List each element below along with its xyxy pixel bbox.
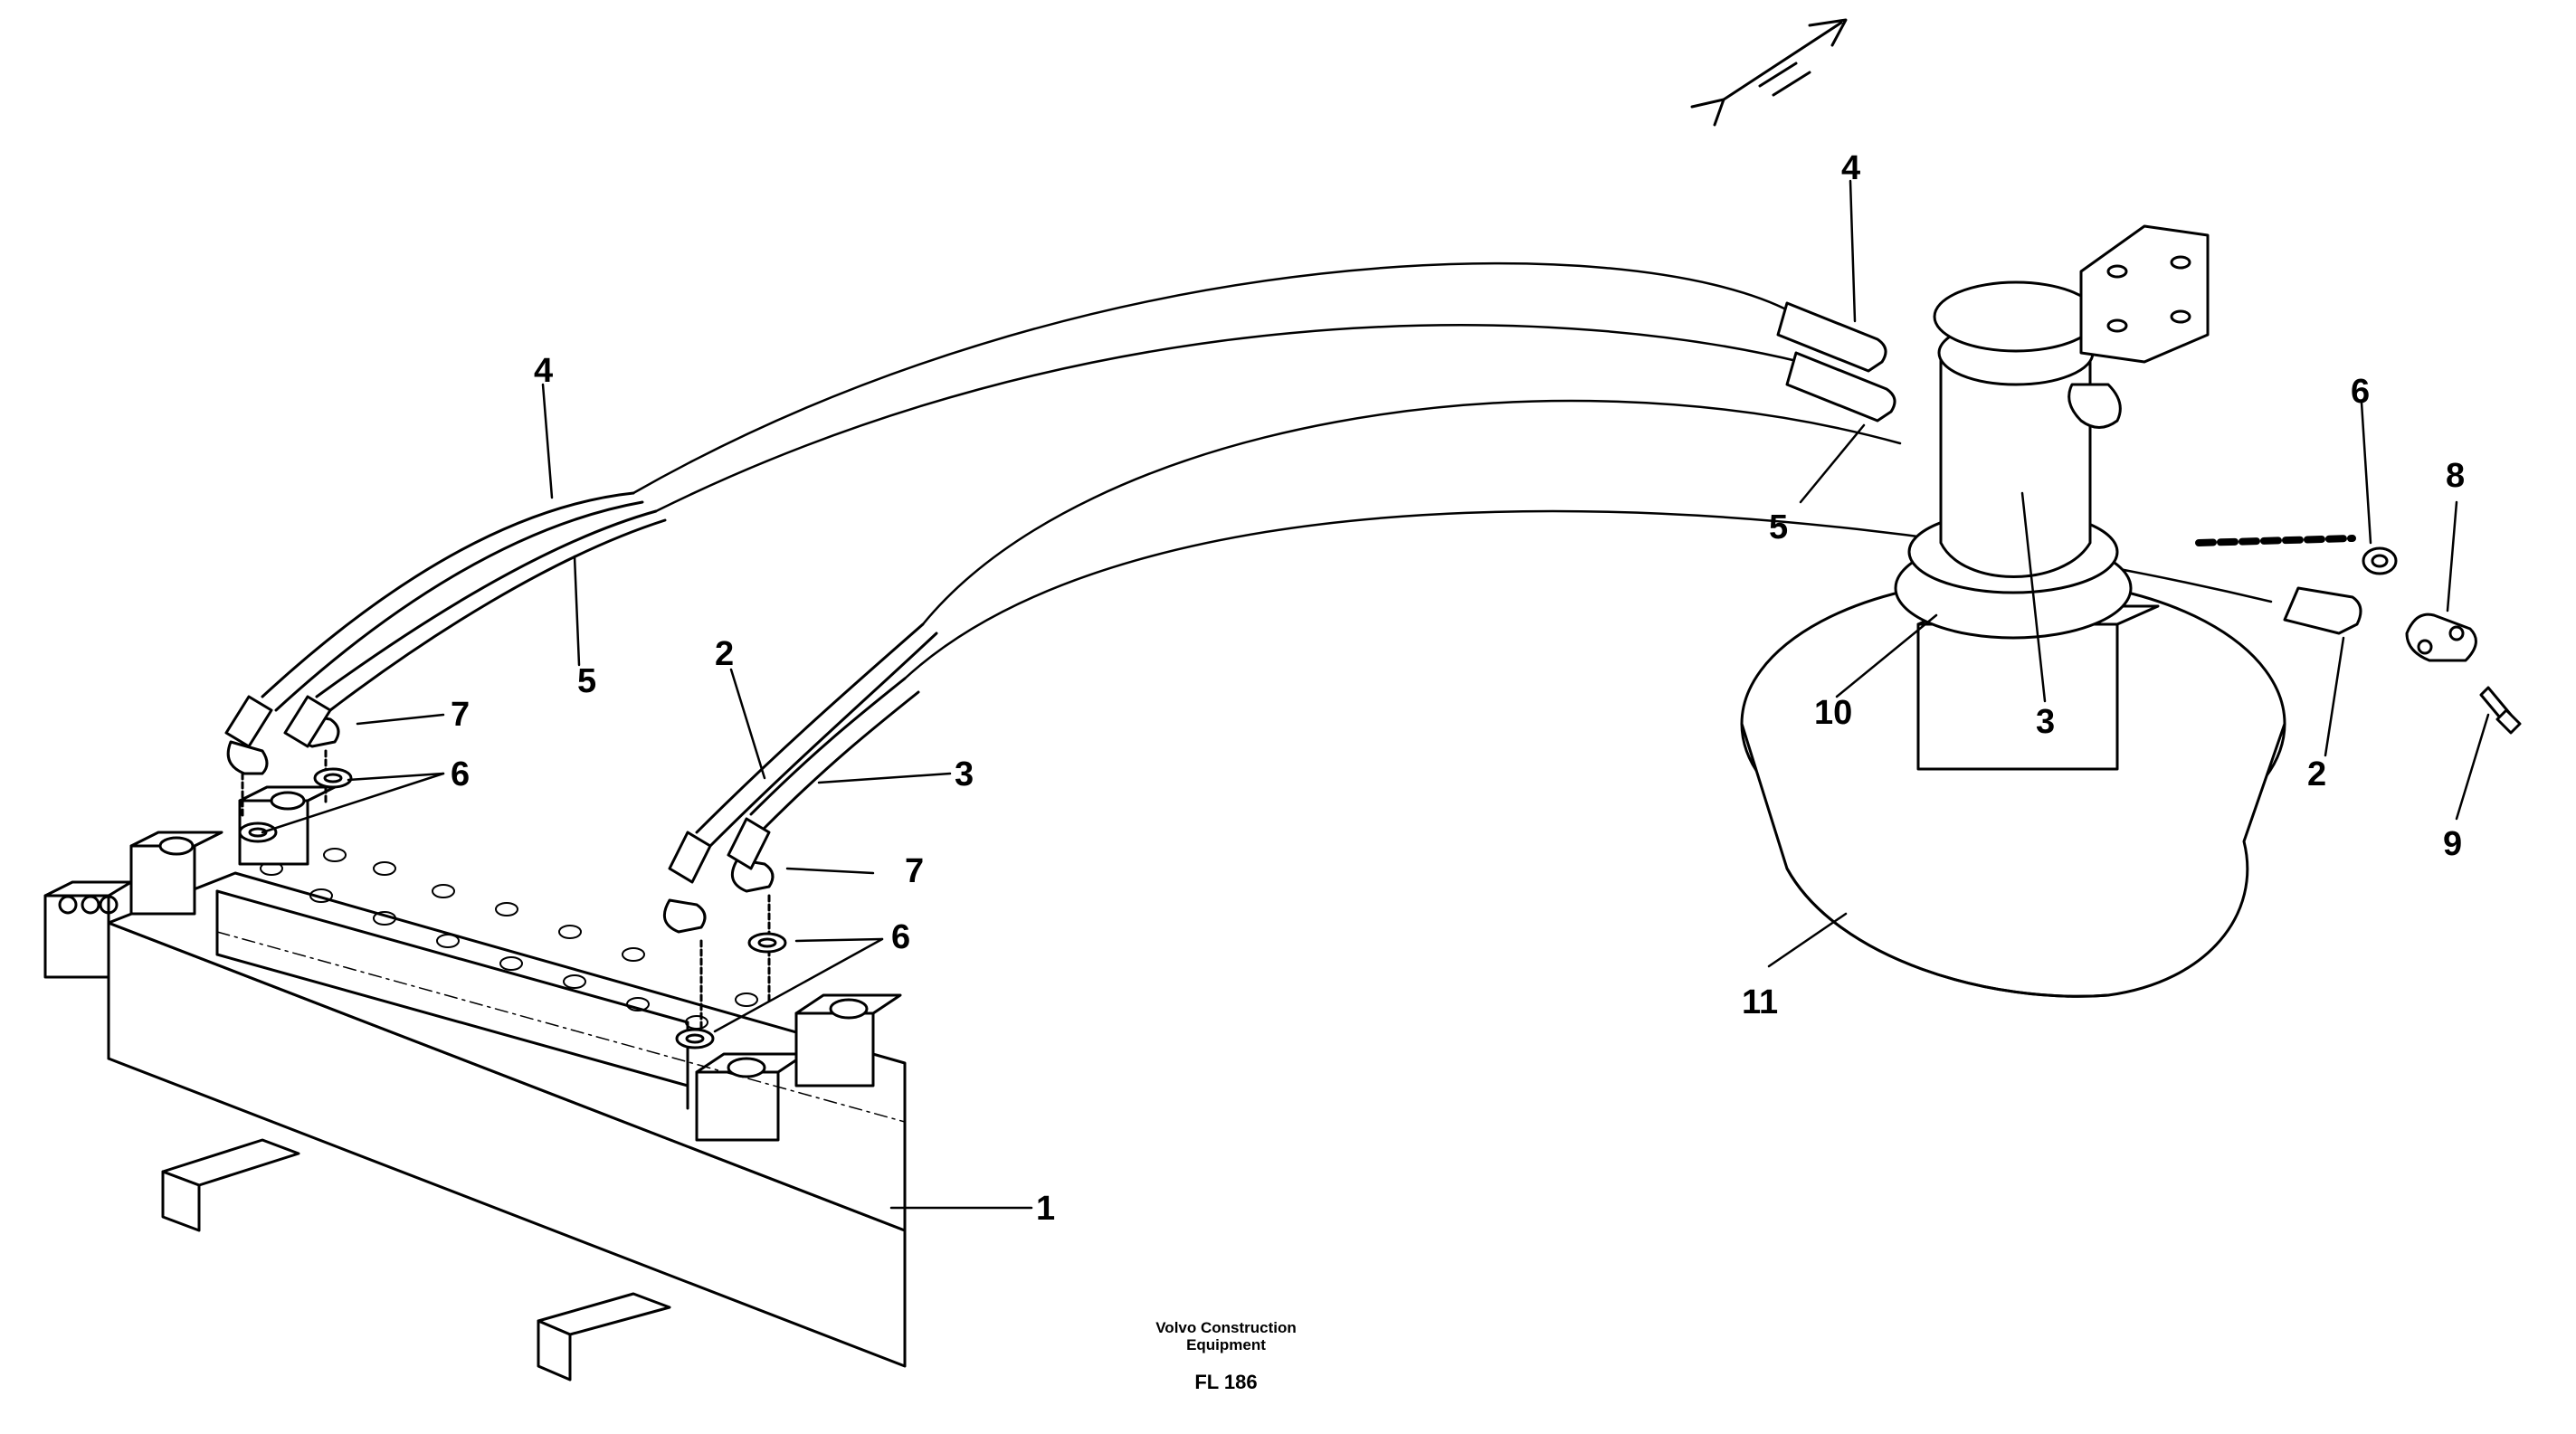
callout-11: 11	[1742, 983, 1778, 1021]
flange-clamp	[2405, 613, 2477, 662]
callout-4: 4	[1841, 149, 1860, 187]
caption-company-line1: Volvo Construction	[1155, 1319, 1297, 1336]
swivel-body	[1933, 224, 2210, 578]
washer-center	[675, 932, 787, 1049]
callout-4: 4	[534, 352, 553, 390]
callout-10: 10	[1814, 694, 1852, 732]
hose-2	[668, 399, 1902, 884]
callout-2: 2	[715, 635, 734, 673]
control-valve-block	[43, 785, 907, 1382]
callout-8: 8	[2446, 457, 2465, 495]
callout-6: 6	[451, 755, 470, 793]
callout-9: 9	[2443, 825, 2462, 863]
leader-lines	[261, 179, 2490, 1210]
callout-6: 6	[891, 918, 910, 956]
hose-4	[224, 261, 1793, 748]
callout-5: 5	[1769, 508, 1788, 546]
direction-arrow-icon	[1690, 18, 1848, 127]
callout-3: 3	[955, 755, 974, 793]
callout-6: 6	[2351, 373, 2370, 411]
bolt	[2479, 686, 2522, 735]
callout-3: 3	[2036, 703, 2055, 741]
callout-2: 2	[2307, 755, 2326, 793]
elbow-fitting-center	[662, 858, 775, 1033]
caption-company-line2: Equipment	[1186, 1336, 1266, 1353]
callout-7: 7	[451, 696, 470, 734]
callout-1: 1	[1036, 1190, 1055, 1228]
callout-7: 7	[905, 852, 924, 890]
caption-drawing-code: FL 186	[1194, 1371, 1258, 1393]
callout-labels: 1 2 3 7 6 4 5 7 6 4 5 3 10 11 2 6 8 9	[451, 149, 2465, 1228]
hose-5	[283, 324, 1802, 748]
washer-left	[238, 767, 353, 843]
washer-right	[2362, 546, 2398, 575]
callout-5: 5	[577, 662, 596, 700]
